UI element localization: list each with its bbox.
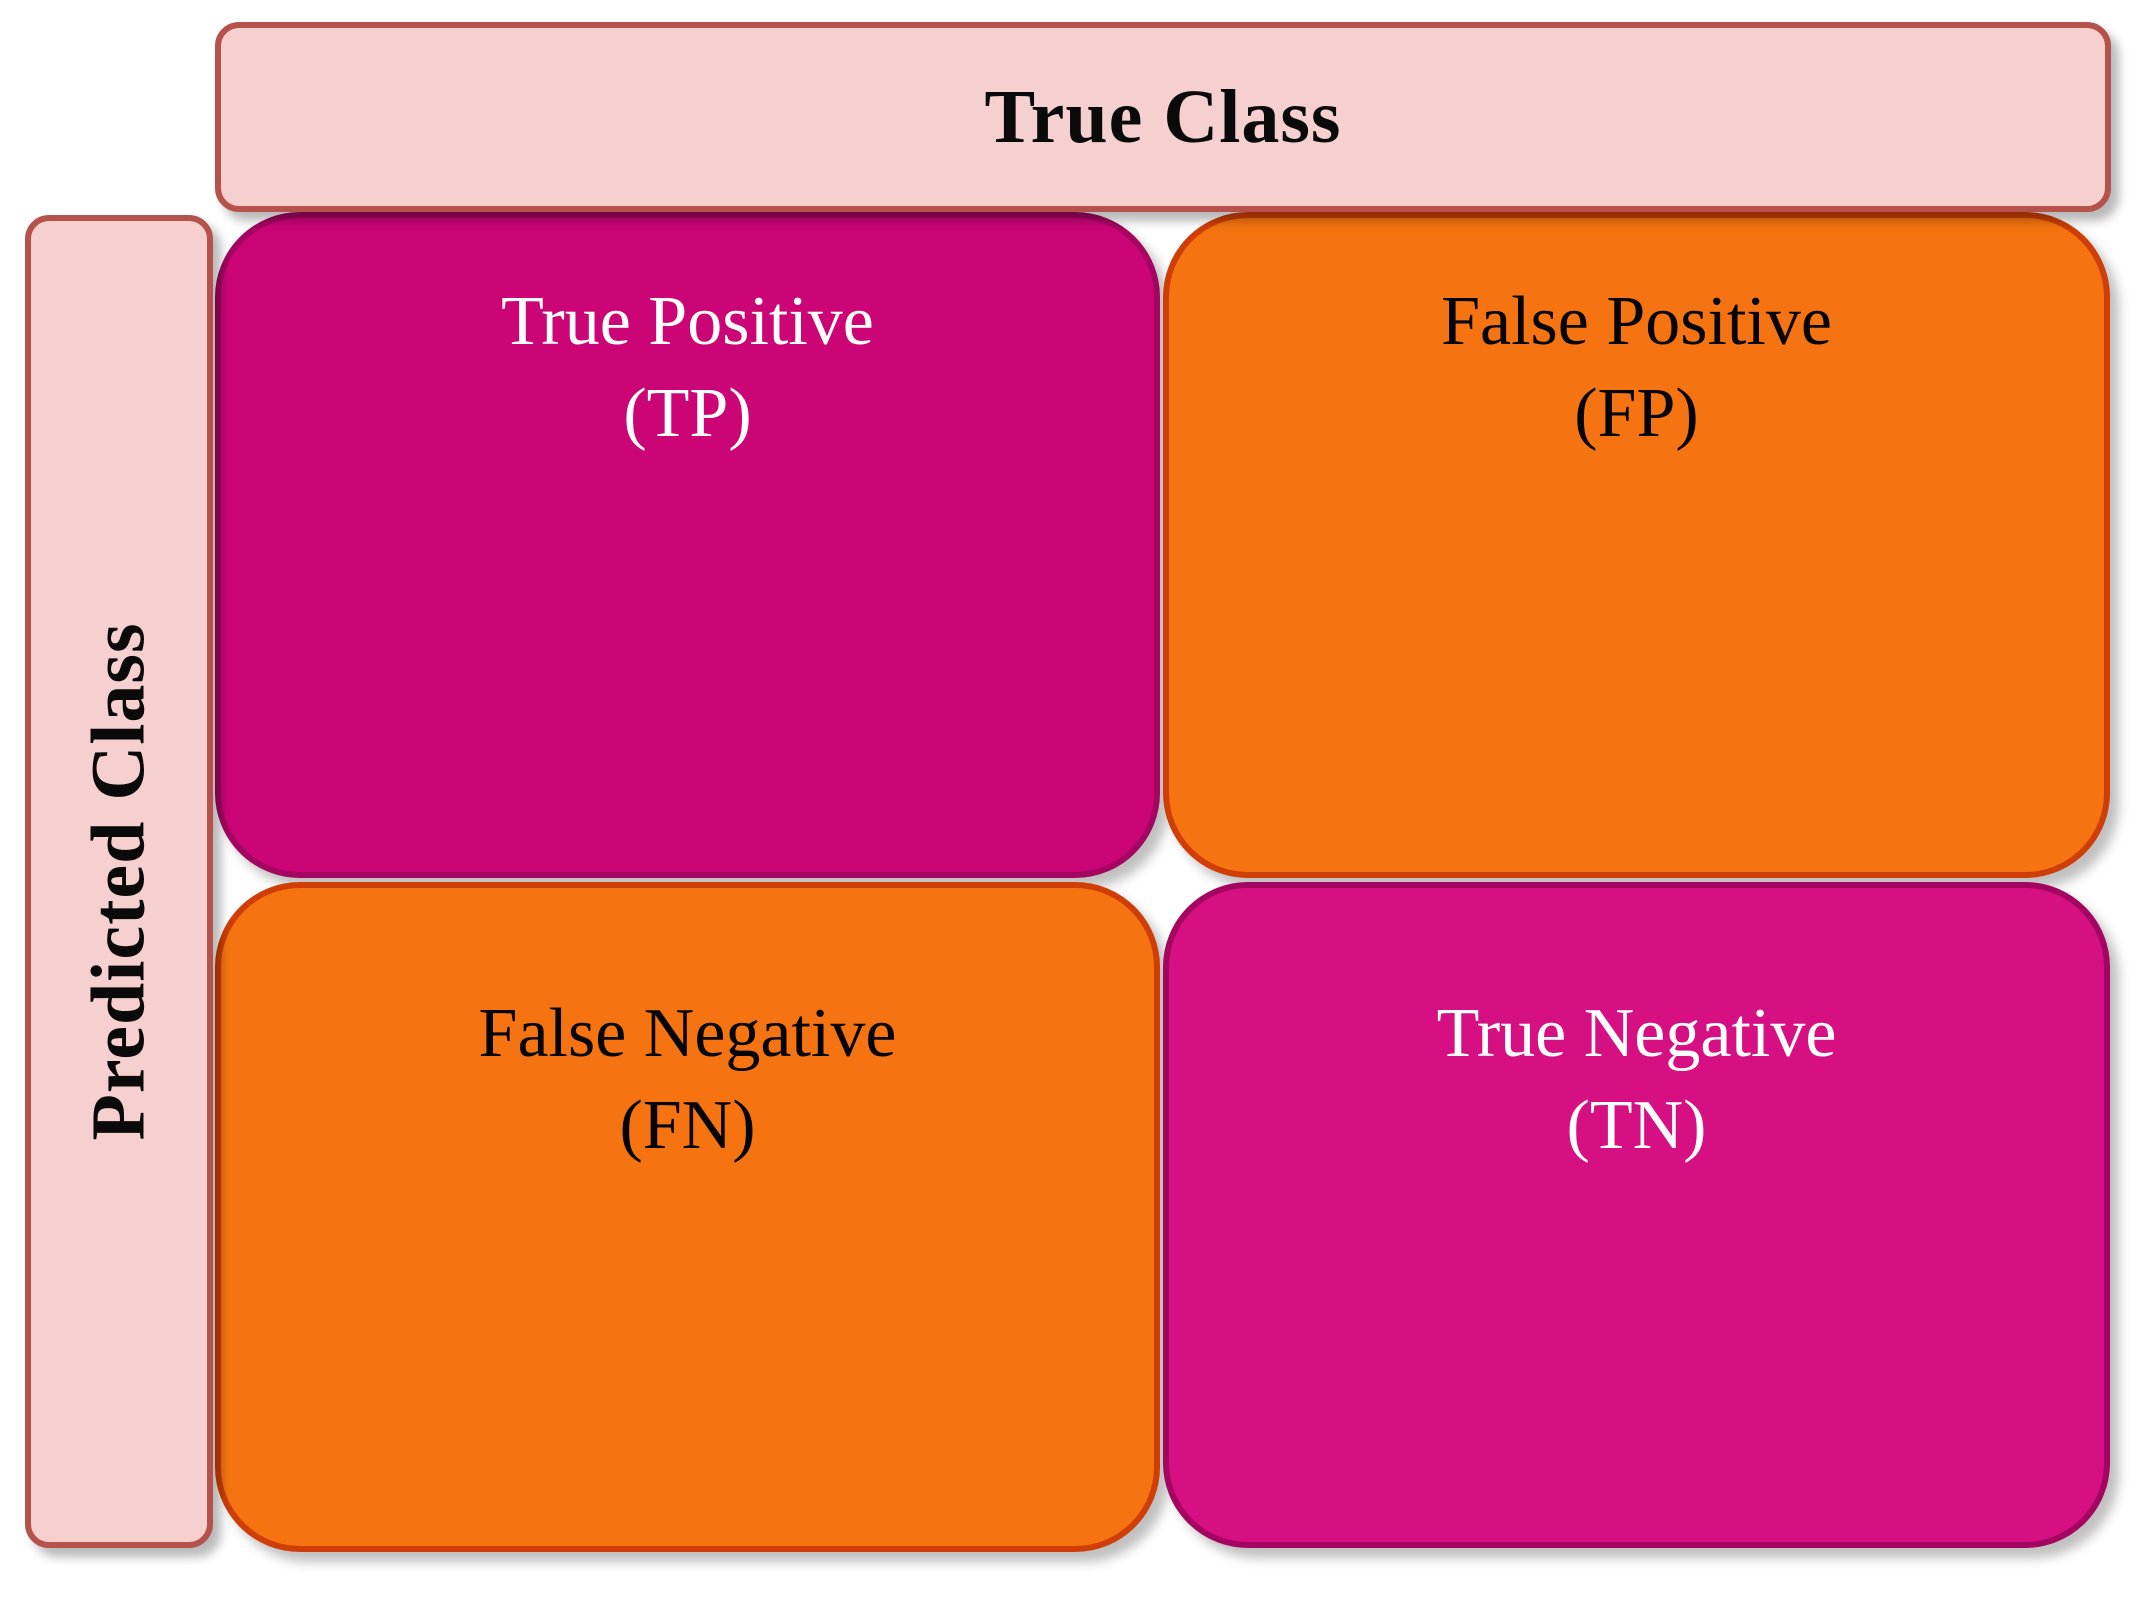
cell-true-positive: True Positive (TP) — [215, 212, 1160, 878]
cell-false-positive-abbr: (FP) — [1574, 375, 1699, 453]
cell-false-negative-label: False Negative — [478, 995, 897, 1072]
cell-true-negative-label: True Negative — [1436, 995, 1837, 1072]
cell-false-positive: False Positive (FP) — [1163, 212, 2110, 878]
cell-true-negative: True Negative (TN) — [1163, 882, 2110, 1548]
cell-true-positive-label: True Positive — [501, 283, 874, 360]
cell-false-positive-label: False Positive — [1441, 283, 1832, 360]
predicted-class-header: Predicted Class — [25, 215, 213, 1548]
cell-true-negative-abbr: (TN) — [1566, 1087, 1707, 1165]
cell-false-negative: False Negative (FN) — [215, 882, 1160, 1552]
cell-false-negative-abbr: (FN) — [619, 1087, 756, 1165]
true-class-label: True Class — [984, 74, 1342, 159]
cell-true-positive-abbr: (TP) — [623, 375, 752, 453]
true-class-header: True Class — [215, 22, 2111, 212]
predicted-class-label: Predicted Class — [76, 622, 161, 1141]
